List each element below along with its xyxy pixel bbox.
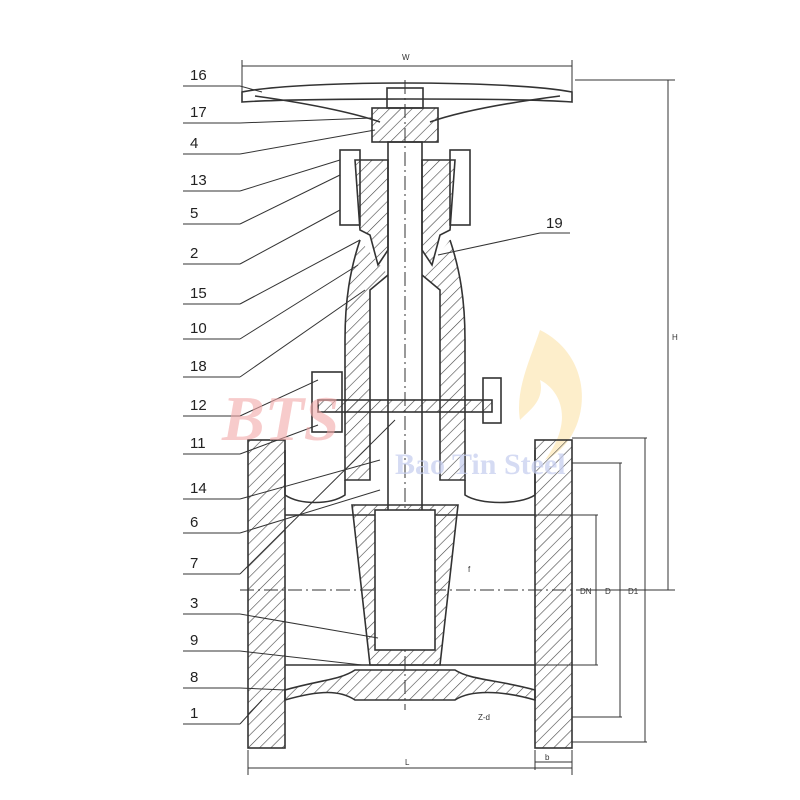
callout-leader <box>239 174 341 225</box>
callout-label: 15 <box>190 285 207 302</box>
callout-leader <box>239 699 263 725</box>
callout-leader <box>239 129 376 155</box>
dim-zd: Z-d <box>478 713 490 722</box>
callout-5: 5 <box>183 174 341 225</box>
callout-4: 4 <box>183 129 376 155</box>
callout-leader <box>239 379 319 417</box>
callout-18: 18 <box>183 289 366 378</box>
dim-f: f <box>468 565 471 574</box>
right-flange <box>534 439 573 749</box>
callout-15: 15 <box>183 239 361 305</box>
callout-label: 18 <box>190 358 207 375</box>
callout-label: 12 <box>190 397 207 414</box>
dim-d: D <box>605 587 611 596</box>
callout-label: 19 <box>546 215 563 232</box>
callout-leader <box>239 687 286 691</box>
callout-leader <box>239 117 373 124</box>
callout-label: 13 <box>190 172 207 189</box>
callout-leader <box>239 424 319 455</box>
dimension-lines <box>241 60 675 775</box>
valve-body <box>240 80 580 749</box>
callout-7: 7 <box>183 419 396 575</box>
callout-12: 12 <box>183 379 319 417</box>
callout-label: 3 <box>190 595 198 612</box>
callout-leader <box>239 613 379 639</box>
callout-8: 8 <box>183 669 286 691</box>
callout-16: 16 <box>183 67 263 93</box>
callout-leader <box>239 159 341 192</box>
callout-leader <box>239 459 381 500</box>
callout-label: 17 <box>190 104 207 121</box>
watermark-logo: BTS <box>221 383 339 454</box>
callout-leader <box>239 419 396 575</box>
callout-label: 5 <box>190 205 198 222</box>
handwheel <box>241 82 573 103</box>
callout-leader <box>239 209 341 265</box>
callout-leader <box>239 650 363 666</box>
callout-9: 9 <box>183 632 363 666</box>
callout-11: 11 <box>183 424 319 455</box>
dim-b: b <box>545 753 550 762</box>
callout-1: 1 <box>183 699 263 725</box>
callout-3: 3 <box>183 595 379 639</box>
watermark: BTS Bao Tin Steel <box>221 383 566 481</box>
callout-2: 2 <box>183 209 341 265</box>
callout-label: 6 <box>190 514 198 531</box>
callout-label: 16 <box>190 67 207 84</box>
watermark-text: Bao Tin Steel <box>395 448 566 481</box>
callout-label: 11 <box>190 435 206 452</box>
callout-6: 6 <box>183 489 381 534</box>
dim-h: H <box>672 333 678 342</box>
callout-19: 19 <box>437 215 570 256</box>
callout-13: 13 <box>183 159 341 192</box>
callout-leader <box>239 289 366 378</box>
callout-label: 8 <box>190 669 198 686</box>
callout-leader <box>239 264 359 340</box>
callout-label: 1 <box>190 705 198 722</box>
callout-label: 4 <box>190 135 198 152</box>
callout-10: 10 <box>183 264 359 340</box>
callout-leader <box>239 489 381 534</box>
callout-leader <box>239 85 263 93</box>
dim-d1: D1 <box>628 587 639 596</box>
dim-w: W <box>402 53 410 62</box>
flame-icon <box>519 330 582 460</box>
left-flange <box>247 439 286 749</box>
callout-17: 17 <box>183 104 373 124</box>
callout-14: 14 <box>183 459 381 500</box>
callout-leader <box>239 239 361 305</box>
callout-label: 2 <box>190 245 198 262</box>
dim-dn: DN <box>580 587 592 596</box>
callouts: 16 17 4 13 5 2 15 10 18 12 11 14 6 7 3 9 8 1 <box>183 67 396 725</box>
callout-label: 9 <box>190 632 198 649</box>
callout-label: 7 <box>190 555 198 572</box>
callout-label: 14 <box>190 480 207 497</box>
callout-label: 10 <box>190 320 207 337</box>
dim-l: L <box>405 758 410 767</box>
